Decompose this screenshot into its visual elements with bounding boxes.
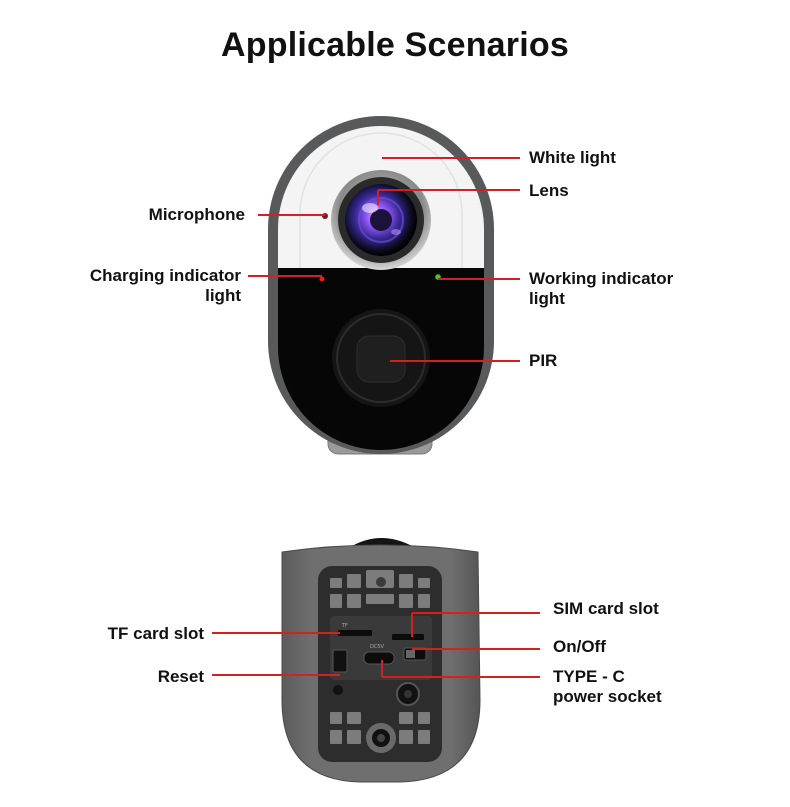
label-lens: Lens: [529, 181, 569, 200]
tf-slot-tag: TF: [341, 623, 348, 629]
dc-tag: DC5V: [370, 644, 385, 650]
label-charging-indicator-line1: Charging indicator: [89, 266, 241, 285]
type-c-port: [363, 651, 395, 665]
camera-front-view: [268, 116, 494, 455]
label-white-light: White light: [529, 148, 616, 167]
label-on-off: On/Off: [553, 637, 606, 656]
label-working-indicator-line2: light: [529, 289, 565, 308]
front-leader-lines: [248, 157, 520, 362]
pir-sensor-icon: [332, 309, 430, 407]
label-charging-indicator-line2: light: [205, 286, 241, 305]
white-light-outline: [299, 132, 463, 268]
vent-grid-bottom: [330, 712, 430, 744]
label-working-indicator: Working indicator light: [529, 269, 673, 309]
label-tf-card-slot: TF card slot: [107, 624, 204, 643]
tf-card-slot: [338, 630, 372, 636]
page-title: Applicable Scenarios: [221, 26, 569, 64]
reset-button: [332, 649, 348, 673]
lens-icon: [331, 170, 431, 270]
small-hole-icon: [333, 685, 343, 695]
label-type-c-line1: TYPE - C: [553, 667, 625, 686]
label-reset: Reset: [157, 667, 204, 686]
label-microphone: Microphone: [148, 205, 245, 224]
label-type-c-line2: power socket: [553, 687, 662, 706]
label-sim-card-slot: SIM card slot: [553, 599, 659, 618]
screw-hole-top-icon: [376, 577, 386, 587]
label-type-c: TYPE - C power socket: [553, 667, 662, 707]
bottom-leader-lines: [212, 612, 540, 678]
charging-indicator-icon: [319, 276, 325, 282]
camera-bottom-top-bump: [352, 538, 412, 546]
mount-hole-icon: [366, 723, 396, 753]
label-working-indicator-line1: Working indicator: [529, 269, 674, 288]
label-charging-indicator: Charging indicator light: [90, 266, 241, 306]
sim-card-slot: [392, 634, 424, 640]
label-pir: PIR: [529, 351, 558, 370]
